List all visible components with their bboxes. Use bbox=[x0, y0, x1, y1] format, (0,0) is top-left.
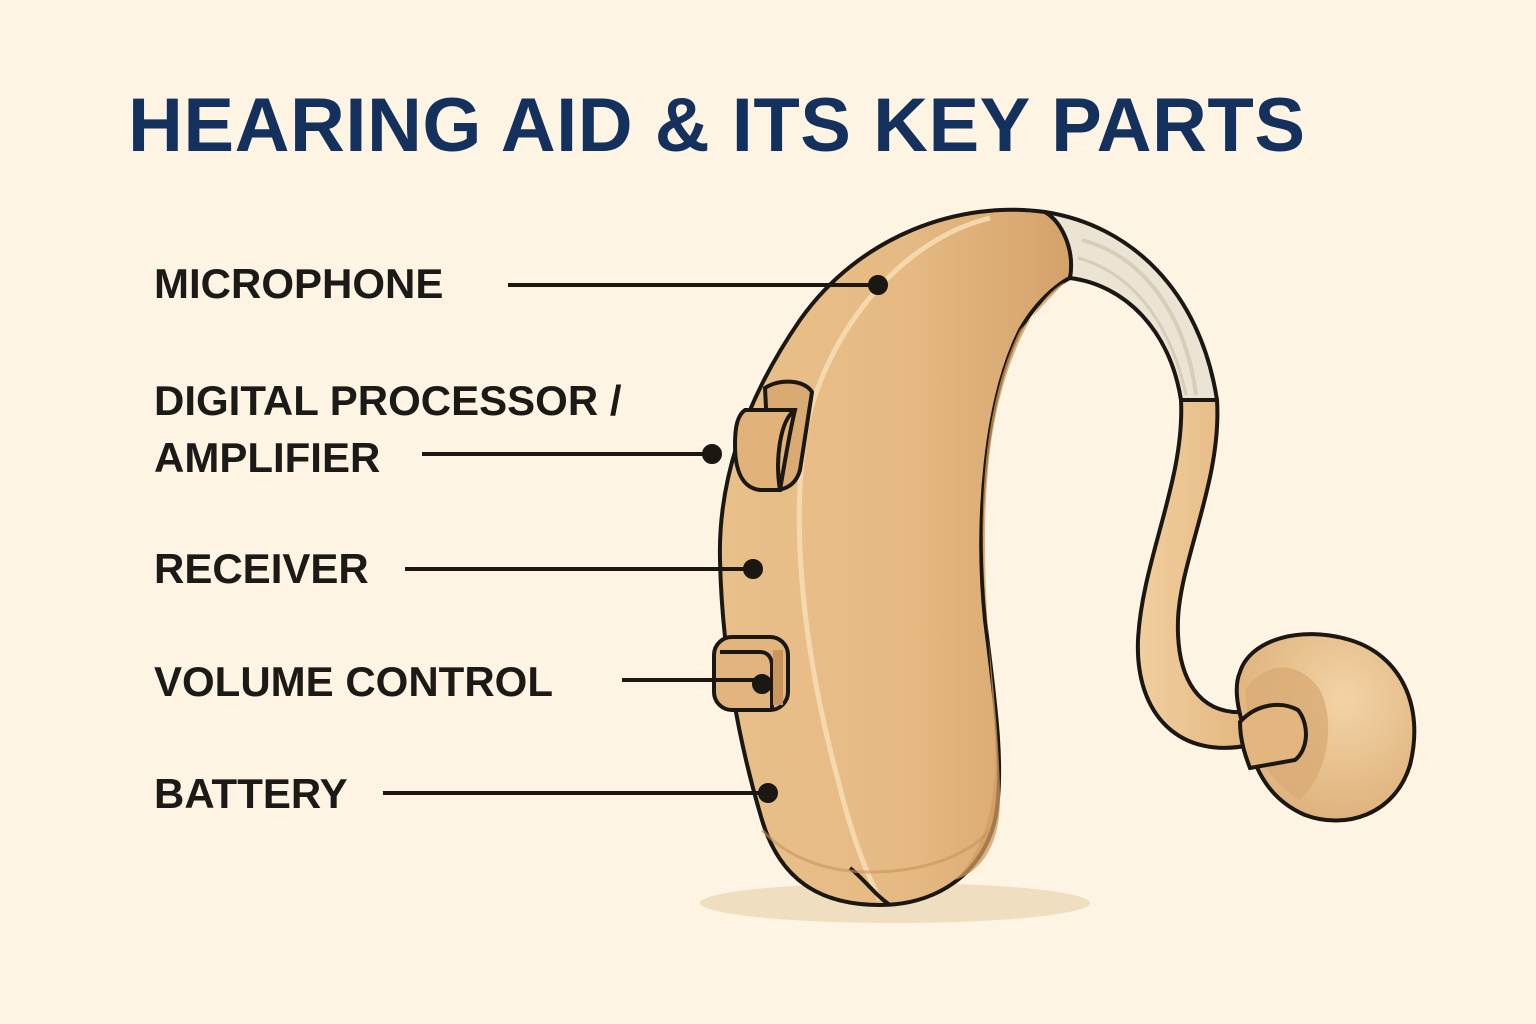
label-receiver: RECEIVER bbox=[154, 545, 369, 592]
label-battery: BATTERY bbox=[154, 770, 348, 817]
label-digital-processor: DIGITAL PROCESSOR / bbox=[154, 377, 622, 424]
volume-button-icon bbox=[712, 635, 790, 712]
label-volume-control: VOLUME CONTROL bbox=[154, 658, 553, 705]
diagram-title: HEARING AID & ITS KEY PARTS bbox=[128, 83, 1306, 168]
tube-icon bbox=[1135, 398, 1252, 750]
label-microphone: MICROPHONE bbox=[154, 260, 444, 307]
label-amplifier: AMPLIFIER bbox=[154, 434, 381, 481]
leader-lines bbox=[383, 275, 888, 803]
program-button-icon bbox=[732, 379, 815, 492]
